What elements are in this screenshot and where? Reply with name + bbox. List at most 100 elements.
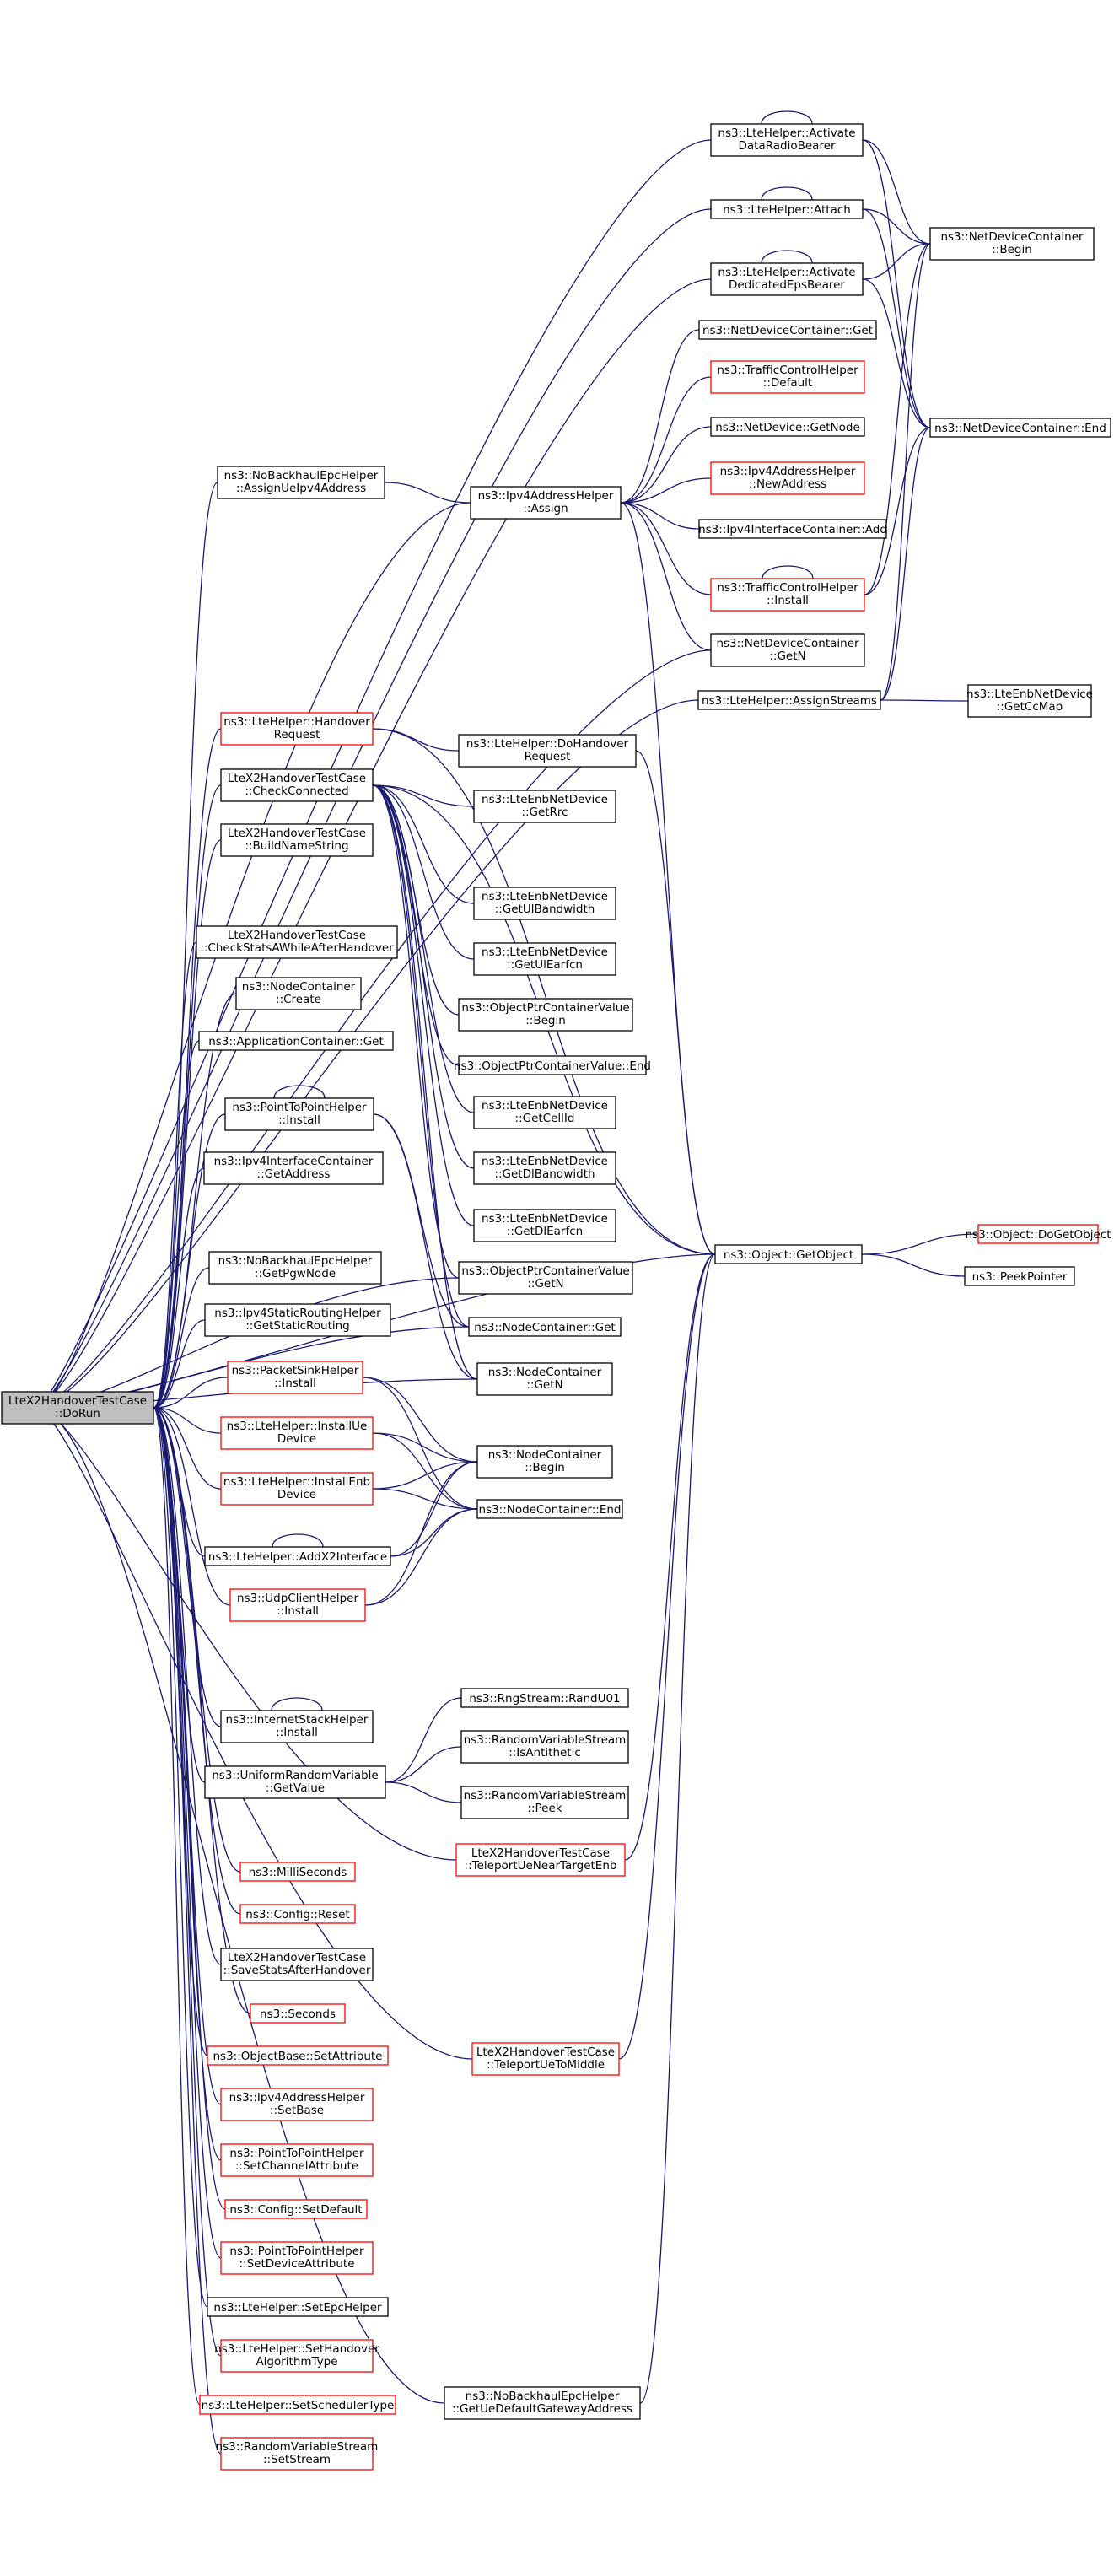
node-objectbase-setattribute[interactable]: ns3::ObjectBase::SetAttribute xyxy=(207,2045,389,2066)
node-object-getobject[interactable]: ns3::Object::GetObject xyxy=(714,1244,863,1264)
node-urv-getvalue[interactable]: ns3::UniformRandomVariable::GetValue xyxy=(204,1765,386,1799)
node-label: ns3::Object::DoGetObject xyxy=(965,1228,1111,1242)
node-opcv-end[interactable]: ns3::ObjectPtrContainerValue::End xyxy=(454,1055,651,1075)
node-nc-begin[interactable]: ns3::NodeContainer::Begin xyxy=(476,1445,613,1479)
node-milliseconds[interactable]: ns3::MilliSeconds xyxy=(239,1862,356,1882)
node-enb-getdlbandwidth[interactable]: ns3::LteEnbNetDevice::GetDlBandwidth xyxy=(473,1151,616,1185)
node-p2p-install[interactable]: ns3::PointToPointHelper::Install xyxy=(224,1097,374,1131)
node-opcv-begin[interactable]: ns3::ObjectPtrContainerValue::Begin xyxy=(458,998,633,1032)
node-attach[interactable]: ns3::LteHelper::Attach xyxy=(710,199,864,219)
node-box xyxy=(458,734,637,768)
call-edge-root-to-set_scheduler_type xyxy=(153,1407,201,2406)
node-nc-get[interactable]: ns3::NodeContainer::Get xyxy=(468,1317,622,1337)
node-assign-streams[interactable]: ns3::LteHelper::AssignStreams xyxy=(697,690,881,710)
node-check-connected[interactable]: LteX2HandoverTestCase::CheckConnected xyxy=(220,768,374,802)
call-edge-activate_data_radio_bearer-to-ndc_begin xyxy=(862,139,931,245)
node-box xyxy=(224,2199,368,2219)
node-label: ns3::LteHelper::Activate xyxy=(718,127,855,140)
node-internetstack-install[interactable]: ns3::InternetStackHelper::Install xyxy=(220,1710,374,1743)
node-activate-dedicated-eps-bearer[interactable]: ns3::LteHelper::ActivateDedicatedEpsBear… xyxy=(710,262,864,296)
node-p2p-setchannelattribute[interactable]: ns3::PointToPointHelper::SetChannelAttri… xyxy=(220,2143,374,2177)
node-netdevice-getnode[interactable]: ns3::NetDevice::GetNode xyxy=(710,417,865,437)
node-label: ns3::PointToPointHelper xyxy=(229,2245,364,2258)
node-label: Request xyxy=(274,728,320,741)
call-edge-object_getobject-to-peekpointer xyxy=(861,1253,966,1277)
node-set-epc-helper[interactable]: ns3::LteHelper::SetEpcHelper xyxy=(207,2297,389,2317)
node-nobackhaul-getpgwnode[interactable]: ns3::NoBackhaulEpcHelper::GetPgwNode xyxy=(208,1251,382,1285)
node-enb-getrrc[interactable]: ns3::LteEnbNetDevice::GetRrc xyxy=(473,790,616,823)
node-set-scheduler-type[interactable]: ns3::LteHelper::SetSchedulerType xyxy=(199,2395,396,2415)
node-label: ::Begin xyxy=(525,1461,565,1474)
call-edge-check_connected-to-nc_get xyxy=(372,784,470,1328)
node-ipv4ah-assign[interactable]: ns3::Ipv4AddressHelper::Assign xyxy=(470,486,622,520)
node-nodecontainer-create[interactable]: ns3::NodeContainer::Create xyxy=(235,977,362,1010)
node-tch-install[interactable]: ns3::TrafficControlHelper::Install xyxy=(710,578,865,612)
node-build-name-string[interactable]: LteX2HandoverTestCase::BuildNameString xyxy=(220,823,374,857)
node-box xyxy=(220,712,374,746)
node-label: ::GetDlBandwidth xyxy=(494,1167,595,1181)
call-edge-activate_dedicated_eps_bearer-to-activate_dedicated_eps_bearer xyxy=(761,250,813,264)
node-enb-getdlearfcn[interactable]: ns3::LteEnbNetDevice::GetDlEarfcn xyxy=(473,1209,616,1242)
node-label: ns3::RandomVariableStream xyxy=(216,2440,379,2454)
node-root[interactable]: LteX2HandoverTestCase::DoRun xyxy=(1,1391,154,1425)
node-seconds[interactable]: ns3::Seconds xyxy=(250,2003,346,2024)
node-ipv4srh-getstaticrouting[interactable]: ns3::Ipv4StaticRoutingHelper::GetStaticR… xyxy=(204,1303,391,1337)
node-label: ns3::NodeContainer xyxy=(488,1448,602,1462)
node-rngstream-randu01[interactable]: ns3::RngStream::RandU01 xyxy=(460,1688,629,1708)
node-opcv-getn[interactable]: ns3::ObjectPtrContainerValue::GetN xyxy=(458,1261,633,1295)
node-box xyxy=(698,519,887,539)
node-packetsink-install[interactable]: ns3::PacketSinkHelper::Install xyxy=(227,1361,363,1394)
node-label: ns3::ObjectBase::SetAttribute xyxy=(213,2050,383,2063)
node-label: Device xyxy=(277,1488,316,1501)
node-config-reset[interactable]: ns3::Config::Reset xyxy=(239,1904,356,1924)
node-udpclient-install[interactable]: ns3::UdpClientHelper::Install xyxy=(229,1588,366,1622)
node-label: ::DoRun xyxy=(55,1407,100,1420)
node-label: ns3::LteHelper::Attach xyxy=(723,203,851,217)
node-check-stats[interactable]: LteX2HandoverTestCase::CheckStatsAWhileA… xyxy=(196,925,398,959)
call-edge-root-to-build_name_string xyxy=(153,839,222,1409)
node-nc-end[interactable]: ns3::NodeContainer::End xyxy=(476,1499,623,1519)
node-peekpointer[interactable]: ns3::PeekPointer xyxy=(964,1266,1075,1286)
node-nobackhaul-assign-ue-ipv4[interactable]: ns3::NoBackhaulEpcHelper::AssignUeIpv4Ad… xyxy=(217,466,385,499)
node-ipv4ah-setbase[interactable]: ns3::Ipv4AddressHelper::SetBase xyxy=(220,2088,374,2121)
node-config-setdefault[interactable]: ns3::Config::SetDefault xyxy=(224,2199,368,2219)
node-label: ns3::LteHelper::Activate xyxy=(718,266,855,279)
node-box xyxy=(977,1224,1099,1244)
node-enb-getulbandwidth[interactable]: ns3::LteEnbNetDevice::GetUlBandwidth xyxy=(473,887,616,920)
node-ndc-end[interactable]: ns3::NetDeviceContainer::End xyxy=(929,418,1111,438)
call-edge-do_handover_request-to-object_getobject xyxy=(635,750,716,1255)
node-save-stats[interactable]: LteX2HandoverTestCase::SaveStatsAfterHan… xyxy=(220,1948,374,1981)
node-enb-getccmap[interactable]: ns3::LteEnbNetDevice::GetCcMap xyxy=(966,684,1093,718)
node-ndc-getn[interactable]: ns3::NetDeviceContainer::GetN xyxy=(710,633,865,667)
node-ipv4ic-getaddress[interactable]: ns3::Ipv4InterfaceContainer::GetAddress xyxy=(203,1151,384,1185)
node-nobackhaul-getuedefaultgw[interactable]: ns3::NoBackhaulEpcHelper::GetUeDefaultGa… xyxy=(444,2386,641,2420)
node-enb-getulearfcn[interactable]: ns3::LteEnbNetDevice::GetUlEarfcn xyxy=(473,942,616,976)
node-p2p-setdeviceattribute[interactable]: ns3::PointToPointHelper::SetDeviceAttrib… xyxy=(220,2241,374,2275)
node-add-x2-interface[interactable]: ns3::LteHelper::AddX2Interface xyxy=(204,1546,391,1566)
node-ipv4ah-newaddress[interactable]: ns3::Ipv4AddressHelper::NewAddress xyxy=(710,461,865,495)
node-ndc-get[interactable]: ns3::NetDeviceContainer::Get xyxy=(698,320,877,340)
node-object-dogetobject[interactable]: ns3::Object::DoGetObject xyxy=(965,1224,1111,1244)
node-tch-default[interactable]: ns3::TrafficControlHelper::Default xyxy=(710,360,865,394)
call-edge-root-to-ipv4ic_getaddress xyxy=(153,1167,205,1409)
node-rvs-peek[interactable]: ns3::RandomVariableStream::Peek xyxy=(460,1786,629,1819)
node-rvs-isantithetic[interactable]: ns3::RandomVariableStream::IsAntithetic xyxy=(460,1730,629,1764)
node-label: ::SetBase xyxy=(270,2104,324,2117)
call-edge-root-to-teleport_near_target xyxy=(35,1407,457,1861)
node-teleport-middle[interactable]: LteX2HandoverTestCase::TeleportUeToMiddl… xyxy=(471,2042,620,2076)
node-teleport-near-target[interactable]: LteX2HandoverTestCase::TeleportUeNearTar… xyxy=(455,1843,626,1877)
node-enb-getcellid[interactable]: ns3::LteEnbNetDevice::GetCellId xyxy=(473,1096,616,1129)
node-rvs-setstream[interactable]: ns3::RandomVariableStream::SetStream xyxy=(216,2437,379,2471)
node-ipv4ic-add[interactable]: ns3::Ipv4InterfaceContainer::Add xyxy=(698,519,887,539)
node-ndc-begin[interactable]: ns3::NetDeviceContainer::Begin xyxy=(929,227,1095,261)
node-box xyxy=(710,262,864,296)
node-appcontainer-get[interactable]: ns3::ApplicationContainer::Get xyxy=(198,1031,394,1051)
node-nc-getn[interactable]: ns3::NodeContainer::GetN xyxy=(476,1362,613,1396)
call-edge-nobackhaul_assign_ue_ipv4-to-ipv4ah_assign xyxy=(384,482,471,504)
